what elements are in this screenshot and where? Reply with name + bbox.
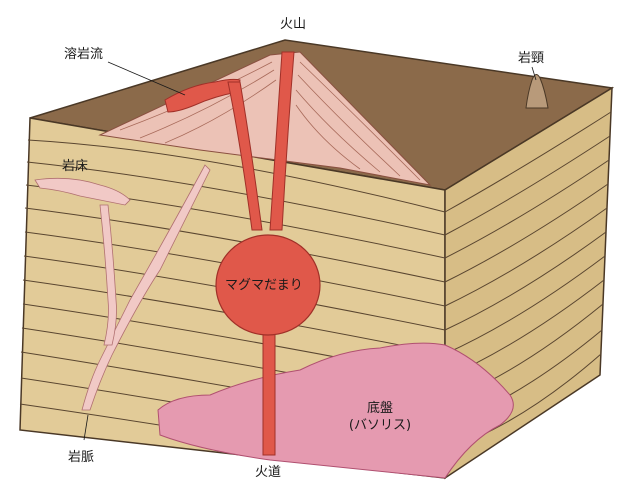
- label-volcano: 火山: [280, 18, 306, 31]
- label-batholith-line1: 底盤: [335, 402, 425, 415]
- label-lava-flow: 溶岩流: [64, 48, 103, 61]
- volcanic-conduit: [263, 318, 275, 455]
- label-magma-chamber: マグマだまり: [225, 279, 303, 292]
- label-volcanic-neck: 岩頸: [518, 52, 544, 65]
- label-batholith-line2: (バソリス): [335, 419, 425, 432]
- label-batholith: 底盤 (バソリス): [335, 402, 425, 432]
- label-dike: 岩脈: [68, 451, 94, 464]
- label-sill: 岩床: [62, 160, 88, 173]
- label-volcanic-conduit: 火道: [255, 466, 281, 479]
